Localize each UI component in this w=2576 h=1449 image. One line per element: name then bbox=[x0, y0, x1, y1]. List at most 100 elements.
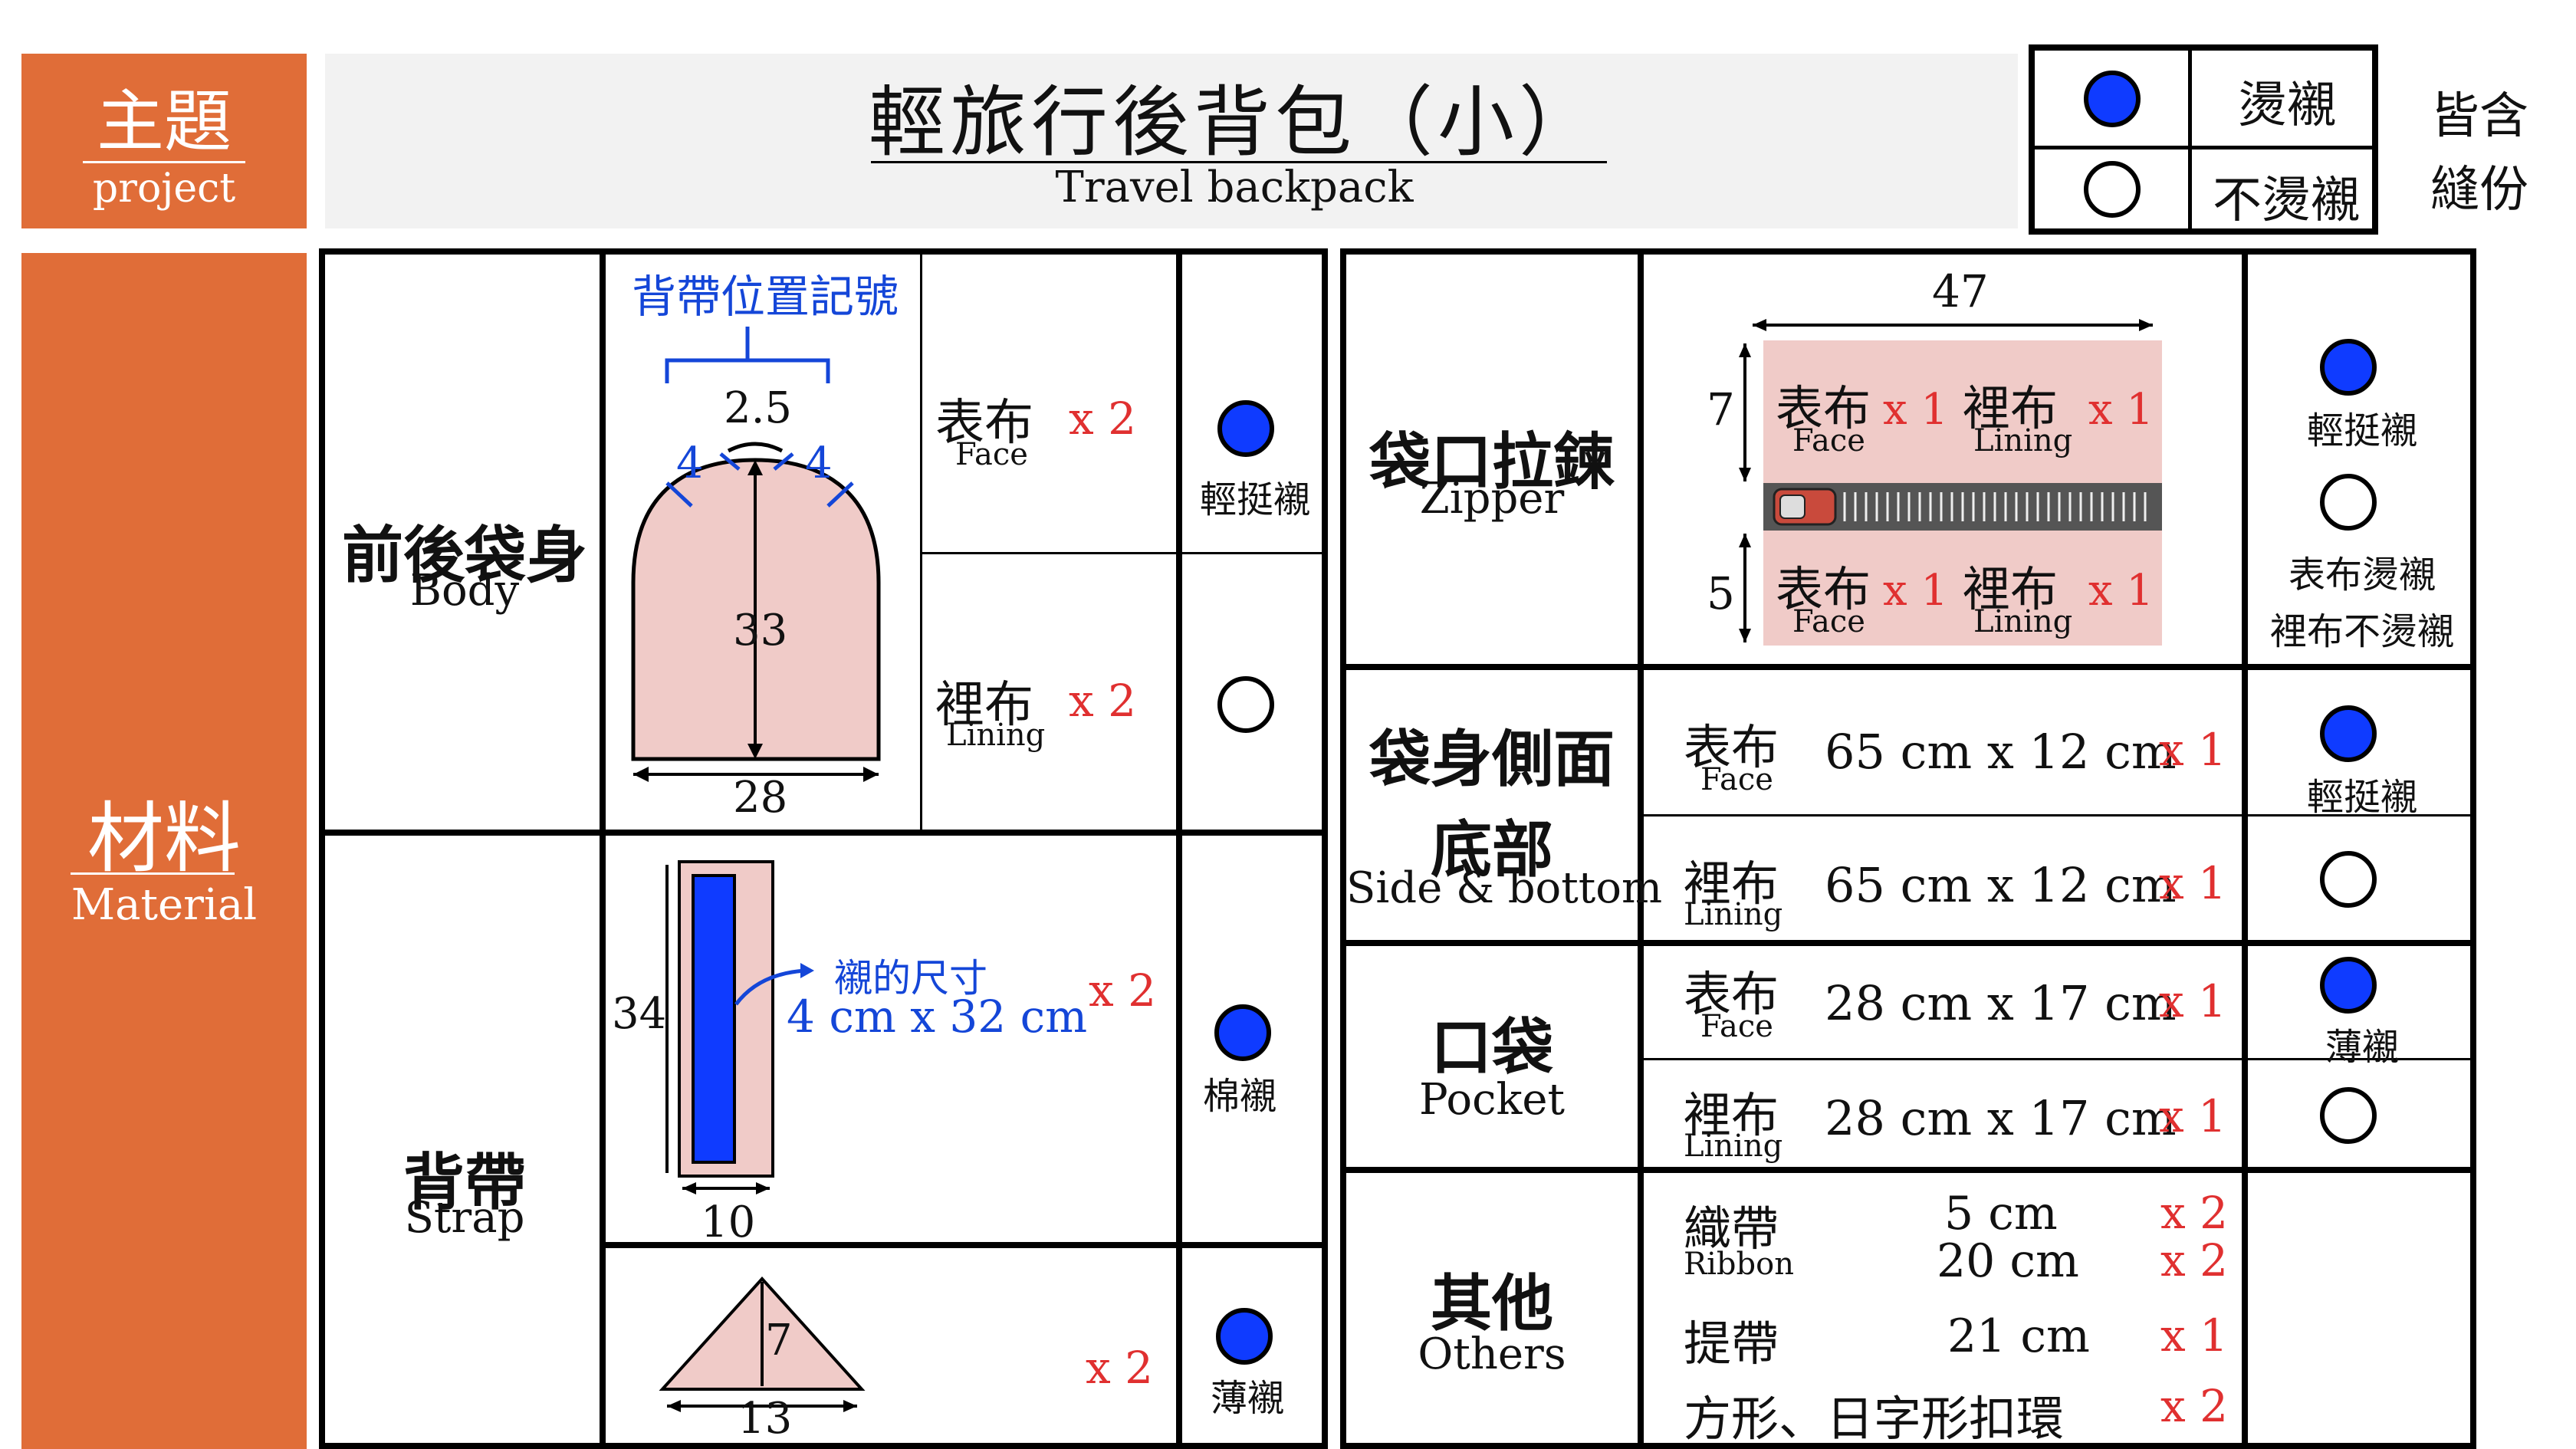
material-tab bbox=[21, 253, 307, 1449]
triangle-tab-diagram bbox=[659, 1276, 866, 1412]
material-label-cn: 材料 bbox=[87, 794, 241, 883]
zipper-bottom-lining-en: Lining bbox=[1973, 604, 2073, 639]
handle-size: 21 cm bbox=[1947, 1309, 2090, 1363]
side-face-en: Face bbox=[1700, 762, 1773, 797]
strap-interfacing: 棉襯 bbox=[1202, 1075, 1276, 1118]
zipper-label-cn: 袋口拉鍊 bbox=[1369, 426, 1615, 498]
pocket-face-cn: 表布 bbox=[1684, 966, 1779, 1022]
side-face-qty: x 1 bbox=[2159, 724, 2227, 776]
zipper-top-face-cn: 表布 bbox=[1776, 380, 1871, 436]
body-face-iron-icon bbox=[1217, 400, 1274, 457]
others-label-en: Others bbox=[1418, 1329, 1566, 1379]
side-lining-size: 65 cm x 12 cm bbox=[1825, 857, 2177, 913]
body-face-cn: 表布 bbox=[935, 395, 1033, 452]
side-interfacing: 輕挺襯 bbox=[2306, 776, 2417, 819]
zipper-iron-icon bbox=[2320, 339, 2377, 396]
iron-dot-icon bbox=[2084, 71, 2141, 127]
zipper-interfacing: 輕挺襯 bbox=[2306, 409, 2417, 452]
buckle-cn: 方形、日字形扣環 bbox=[1684, 1391, 2065, 1447]
body-lining-qty: x 2 bbox=[1069, 675, 1137, 727]
project-label-cn: 主題 bbox=[96, 82, 232, 161]
zipper-dim-bottom: 5 bbox=[1707, 567, 1735, 619]
side-face-cn: 表布 bbox=[1684, 719, 1779, 775]
left-hline-mid bbox=[922, 552, 1178, 554]
strap-interfacing-note: 襯的尺寸 bbox=[834, 956, 987, 1001]
zipper-bottom-lining-cn: 裡布 bbox=[1963, 561, 2058, 617]
ribbon-en: Ribbon bbox=[1684, 1247, 1794, 1282]
body-pattern-diagram bbox=[631, 327, 881, 782]
zipper-dim-width: 47 bbox=[1932, 265, 1989, 317]
zipper-note-lining: 裡布不燙襯 bbox=[2269, 610, 2454, 653]
material-label-en: Material bbox=[71, 880, 258, 930]
legend-no-iron-label: 不燙襯 bbox=[2213, 172, 2360, 229]
legend-hline bbox=[2032, 146, 2375, 150]
pocket-lining-en: Lining bbox=[1684, 1129, 1783, 1164]
side-iron-icon bbox=[2320, 705, 2377, 762]
body-dim-left: 4 bbox=[676, 439, 704, 488]
tab-qty: x 2 bbox=[1086, 1342, 1154, 1394]
left-hline-strap bbox=[606, 1242, 1328, 1248]
strap-qty: x 2 bbox=[1089, 964, 1157, 1017]
tab-iron-icon bbox=[1216, 1308, 1273, 1365]
body-dim-width: 28 bbox=[733, 773, 788, 823]
ribbon-size-1: 5 cm bbox=[1944, 1187, 2058, 1240]
strap-pattern-diagram bbox=[665, 860, 814, 1194]
pocket-lining-cn: 裡布 bbox=[1684, 1087, 1779, 1143]
body-face-qty: x 2 bbox=[1069, 393, 1137, 445]
zipper-dim-top: 7 bbox=[1707, 383, 1735, 435]
zipper-bottom-face-cn: 表布 bbox=[1776, 561, 1871, 617]
right-vline-a bbox=[1638, 248, 1644, 1449]
tab-dim-width: 13 bbox=[738, 1394, 793, 1444]
right-hline-side bbox=[1644, 814, 2476, 816]
left-hline-body bbox=[319, 830, 1328, 836]
right-hline-3 bbox=[1340, 1167, 2476, 1173]
pocket-label-en: Pocket bbox=[1418, 1075, 1566, 1125]
left-table bbox=[319, 248, 1328, 1449]
zipper-bottom-face-en: Face bbox=[1792, 604, 1865, 639]
body-dim-height: 33 bbox=[733, 606, 788, 656]
material-divider bbox=[71, 872, 235, 875]
zipper-bottom-face-qty: x 1 bbox=[1883, 566, 1949, 616]
body-dim-right: 4 bbox=[805, 439, 833, 488]
left-vline-a bbox=[600, 248, 606, 1449]
body-face-interfacing: 輕挺襯 bbox=[1199, 478, 1310, 521]
strap-label-cn: 背帶 bbox=[403, 1146, 526, 1218]
pocket-lining-qty: x 1 bbox=[2159, 1090, 2227, 1142]
strap-label-en: Strap bbox=[404, 1193, 525, 1243]
pocket-lining-size: 28 cm x 17 cm bbox=[1825, 1090, 2177, 1146]
zipper-no-iron-icon bbox=[2320, 474, 2377, 531]
page-title: 輕旅行後背包（小） bbox=[869, 77, 1600, 167]
legend-iron-label: 燙襯 bbox=[2238, 77, 2336, 134]
side-no-iron-icon bbox=[2320, 851, 2377, 908]
tab-interfacing: 薄襯 bbox=[1210, 1377, 1284, 1420]
project-tab bbox=[21, 54, 307, 228]
zipper-note-face: 表布燙襯 bbox=[2288, 554, 2436, 596]
ribbon-qty-1: x 2 bbox=[2160, 1187, 2229, 1239]
right-vline-b bbox=[2242, 248, 2248, 1449]
body-label-cn: 前後袋身 bbox=[342, 519, 587, 591]
project-divider bbox=[83, 161, 245, 163]
side-label-en: Side & bottom bbox=[1346, 863, 1663, 913]
right-hline-2 bbox=[1340, 940, 2476, 946]
zipper-label-en: Zipper bbox=[1419, 474, 1565, 524]
zipper-top-face-en: Face bbox=[1792, 423, 1865, 458]
legend-note-line2: 縫份 bbox=[2430, 162, 2528, 219]
left-vline-b bbox=[1176, 248, 1182, 1449]
buckle-qty: x 2 bbox=[2160, 1380, 2229, 1432]
left-hline-mid2 bbox=[1182, 552, 1328, 554]
right-table bbox=[1340, 248, 2476, 1449]
legend-box bbox=[2029, 44, 2378, 235]
ribbon-size-2: 20 cm bbox=[1937, 1234, 2079, 1288]
page-subtitle: Travel backpack bbox=[1055, 163, 1414, 212]
zipper-pattern-diagram bbox=[1739, 319, 2162, 646]
side-label-cn2: 底部 bbox=[1431, 813, 1553, 886]
handle-cn: 提帶 bbox=[1684, 1316, 1779, 1372]
body-label-en: Body bbox=[409, 566, 520, 616]
right-hline-pocket bbox=[1644, 1058, 2476, 1060]
right-hline-1 bbox=[1340, 664, 2476, 670]
body-dim-top: 2.5 bbox=[724, 383, 793, 433]
handle-qty: x 1 bbox=[2160, 1309, 2229, 1362]
title-bar bbox=[325, 54, 2018, 228]
strap-iron-icon bbox=[1214, 1004, 1271, 1061]
strap-dim-height: 34 bbox=[612, 989, 667, 1039]
